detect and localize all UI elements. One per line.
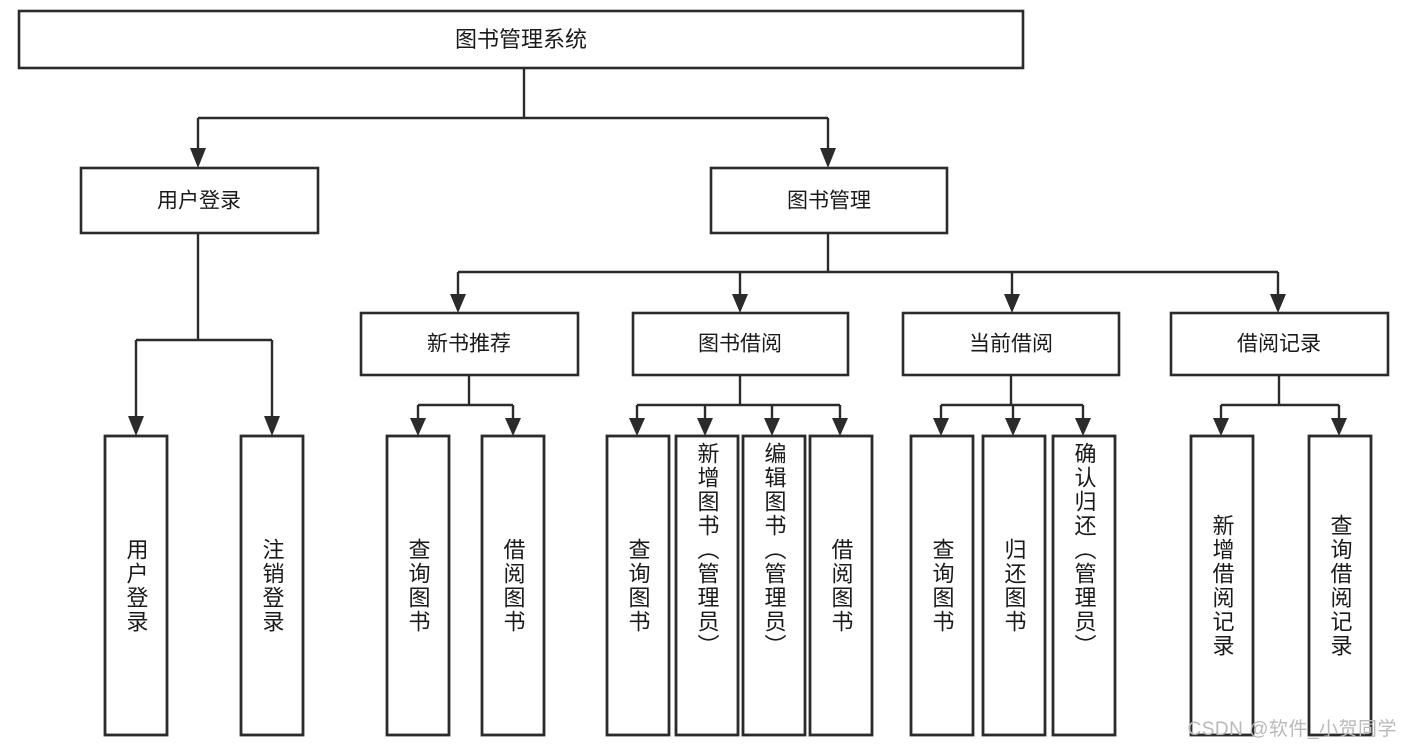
node-box-current-borrow[interactable] — [901, 311, 1121, 377]
arrow-head-current-leaf-1 — [933, 418, 949, 436]
node-box-leaf-borrow-book-2[interactable] — [808, 434, 874, 737]
arrow-head-book-manage-record — [1270, 294, 1286, 313]
arrow-head-recommend-leaf-1 — [410, 418, 426, 436]
arrow-head-record-leaf-2 — [1331, 418, 1347, 436]
arrow-head-borrow-leaf-2 — [697, 418, 713, 436]
nodes-layer: 图书管理系统 用户登录 图书管理 新书推荐 图书借阅 当前借阅 借阅记录 — [17, 9, 1390, 737]
node-box-leaf-query-book-2[interactable] — [605, 434, 671, 737]
node-box-leaf-add-book[interactable] — [674, 434, 740, 737]
arrow-head-current-leaf-3 — [1075, 418, 1091, 436]
arrow-head-user-login-leaf-1 — [128, 416, 144, 436]
arrow-head-book-manage-borrow — [732, 294, 748, 313]
arrow-head-user-login-leaf-2 — [264, 416, 280, 436]
node-box-leaf-user-logout[interactable] — [239, 434, 305, 737]
arrow-head-current-leaf-2 — [1005, 418, 1021, 436]
node-box-leaf-add-record[interactable] — [1189, 434, 1255, 737]
node-label-book-manage: 图书管理 — [787, 190, 871, 213]
node-box-leaf-confirm-return[interactable] — [1051, 434, 1117, 737]
node-box-leaf-edit-book[interactable] — [741, 434, 807, 737]
arrow-head-borrow-leaf-3 — [764, 418, 780, 436]
node-box-borrow-record[interactable] — [1169, 311, 1390, 377]
node-box-leaf-query-book-1[interactable] — [385, 434, 451, 737]
node-label-new-book-recommend: 新书推荐 — [427, 333, 511, 356]
connectors-layer — [128, 68, 1347, 436]
node-box-leaf-borrow-book-1[interactable] — [480, 434, 546, 737]
node-label-root: 图书管理系统 — [455, 27, 587, 52]
node-box-leaf-return-book[interactable] — [981, 434, 1047, 737]
node-box-root[interactable] — [17, 9, 1025, 70]
node-box-new-book-recommend[interactable] — [359, 311, 580, 377]
arrow-head-borrow-leaf-4 — [832, 418, 848, 436]
arrow-head-root-to-user-login — [190, 148, 206, 168]
node-box-leaf-query-book-3[interactable] — [909, 434, 975, 737]
arrow-head-borrow-leaf-1 — [629, 418, 645, 436]
node-box-user-login[interactable] — [79, 166, 320, 235]
watermark-text: CSDN @软件_小贺同学 — [1187, 719, 1397, 740]
arrow-head-root-to-book-manage — [820, 148, 836, 168]
arrow-head-record-leaf-1 — [1213, 418, 1229, 436]
node-label-current-borrow: 当前借阅 — [969, 333, 1053, 356]
node-label-book-borrow: 图书借阅 — [698, 333, 782, 356]
node-label-user-login: 用户登录 — [157, 190, 241, 213]
arrow-head-recommend-leaf-2 — [505, 418, 521, 436]
node-box-leaf-query-record[interactable] — [1307, 434, 1373, 737]
arrow-head-book-manage-recommend — [450, 294, 466, 313]
node-box-book-manage[interactable] — [709, 166, 949, 235]
node-box-book-borrow[interactable] — [631, 311, 850, 377]
arrow-head-book-manage-current — [1004, 294, 1020, 313]
node-box-leaf-user-login[interactable] — [103, 434, 169, 737]
node-label-borrow-record: 借阅记录 — [1237, 333, 1321, 356]
